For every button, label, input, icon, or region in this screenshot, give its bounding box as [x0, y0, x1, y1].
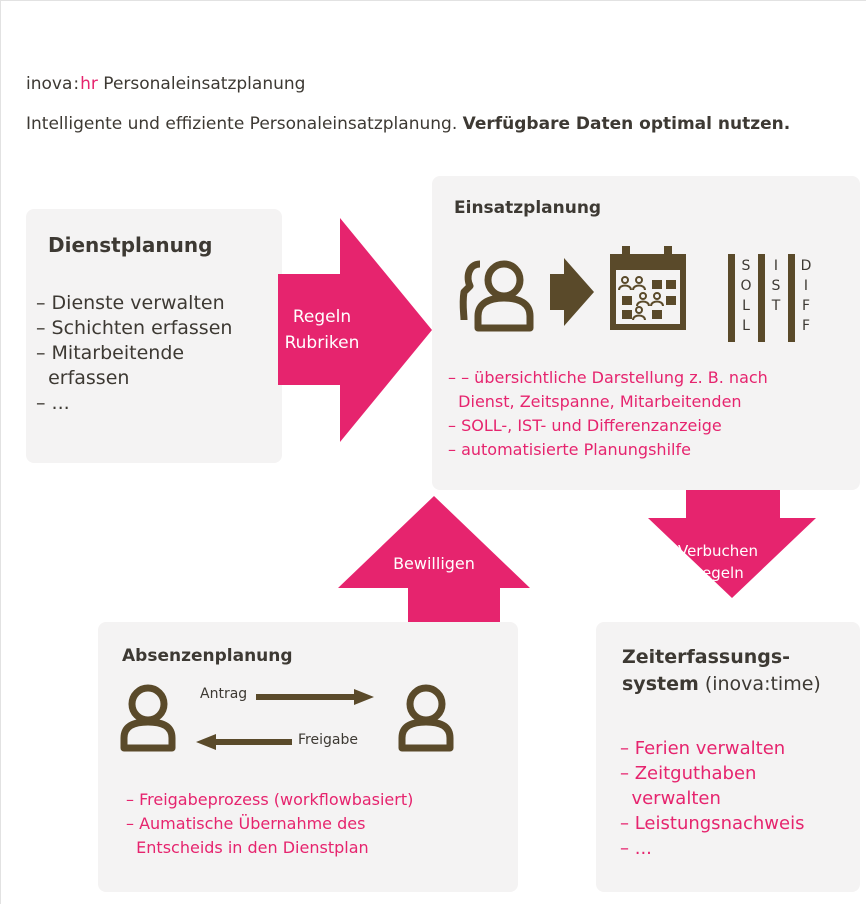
- dienstplanung-list: – Dienste verwalten – Schichten erfassen…: [36, 291, 232, 416]
- list-item: – Freigabeprozess (workflowbasiert): [126, 790, 414, 809]
- list-item: – Schichten erfassen: [36, 317, 233, 339]
- absenzenplanung-list: – Freigabeprozess (workflowbasiert) – Au…: [126, 788, 413, 860]
- dienstplanung-box: Dienstplanung – Dienste verwalten – Schi…: [26, 209, 282, 463]
- brand-accent: hr: [80, 74, 98, 94]
- calendar-icon: [610, 246, 686, 330]
- letter: D: [800, 258, 812, 274]
- people-icon: [459, 260, 534, 332]
- list-item: – Mitarbeitende: [36, 342, 185, 364]
- letter: F: [801, 298, 811, 314]
- zeiterfassung-list: – Ferien verwalten – Zeitguthaben verwal…: [620, 736, 804, 861]
- list-item: Entscheids in den Dienstplan: [126, 838, 369, 857]
- arrow-right-icon: [550, 258, 594, 326]
- letter: L: [742, 298, 750, 314]
- brand-separator: :: [73, 74, 80, 94]
- letter: O: [740, 278, 752, 294]
- freigabe-arrow-icon: [196, 734, 292, 750]
- person-approver-icon: [398, 684, 454, 752]
- tagline: Intelligente und effiziente Personaleins…: [26, 114, 790, 134]
- list-item: – Dienste verwalten: [36, 292, 225, 314]
- letter: F: [801, 318, 811, 334]
- zeiterfassung-title-suffix: (inova:time): [704, 673, 821, 695]
- page-title: inova:hr Personaleinsatzplanung: [26, 74, 305, 94]
- arrow-verbuchen-label: Verbuchen Regeln: [672, 540, 764, 584]
- list-item: – – übersichtliche Darstellung z. B. nac…: [448, 368, 768, 387]
- letter: L: [742, 318, 750, 334]
- arrow-regeln-label: Regeln Rubriken: [282, 304, 362, 356]
- dienstplanung-title: Dienstplanung: [48, 233, 213, 257]
- arrow-verbuchen-line1: Verbuchen: [677, 542, 758, 560]
- arrow-regeln-line2: Rubriken: [284, 333, 360, 353]
- diff-column: D I F F: [800, 256, 812, 336]
- list-item: verwalten: [620, 788, 721, 809]
- letter: I: [803, 278, 809, 294]
- soll-ist-diff-icon: S O L L I S T D I F F: [728, 254, 838, 346]
- arrow-bewilligen-label: Bewilligen: [393, 554, 475, 573]
- zeiterfassung-title: Zeiterfassungs- system (inova:time): [622, 644, 821, 698]
- arrow-regeln-line1: Regeln: [292, 307, 352, 327]
- tagline-bold: Verfügbare Daten optimal nutzen.: [462, 114, 791, 134]
- ist-column: I S T: [770, 256, 782, 316]
- brand-suffix: Personaleinsatzplanung: [103, 74, 306, 94]
- brand-prefix: inova: [26, 74, 73, 94]
- absenzenplanung-box: Absenzenplanung Antrag Freigabe – Freiga…: [98, 622, 518, 892]
- einsatzplanung-list: – – übersichtliche Darstellung z. B. nac…: [448, 366, 768, 462]
- letter: S: [771, 278, 781, 294]
- letter: S: [741, 258, 751, 274]
- antrag-arrow-icon: [256, 689, 374, 705]
- absenzenplanung-title: Absenzenplanung: [122, 646, 293, 666]
- list-item: – SOLL-, IST- und Differenzanzeige: [448, 416, 722, 435]
- tagline-text: Intelligente und effiziente Personaleins…: [26, 114, 458, 134]
- zeiterfassung-title-line1: Zeiterfassungs-: [622, 646, 791, 668]
- list-item: – Ferien verwalten: [620, 738, 786, 759]
- person-requester-icon: [120, 684, 176, 752]
- list-item: – automatisierte Planungshilfe: [448, 440, 691, 459]
- list-item: – Zeitguthaben: [620, 763, 757, 784]
- list-item: – Leistungsnachweis: [620, 813, 805, 834]
- einsatzplanung-title: Einsatzplanung: [454, 198, 602, 218]
- list-item: – ...: [36, 392, 70, 414]
- list-item: – ...: [620, 838, 652, 859]
- list-item: – Aumatische Übernahme des: [126, 814, 366, 833]
- letter: I: [773, 258, 779, 274]
- list-item: erfassen: [36, 367, 130, 389]
- freigabe-label: Freigabe: [298, 732, 358, 748]
- soll-column: S O L L: [740, 256, 752, 336]
- einsatzplanung-box: Einsatzplanung: [432, 176, 860, 490]
- antrag-label: Antrag: [200, 686, 248, 702]
- zeiterfassung-box: Zeiterfassungs- system (inova:time) – Fe…: [596, 622, 860, 892]
- zeiterfassung-title-line2: system: [622, 673, 699, 695]
- arrow-verbuchen-line2: Regeln: [692, 564, 744, 582]
- letter: T: [771, 298, 781, 314]
- list-item: Dienst, Zeitspanne, Mitarbeitenden: [448, 392, 742, 411]
